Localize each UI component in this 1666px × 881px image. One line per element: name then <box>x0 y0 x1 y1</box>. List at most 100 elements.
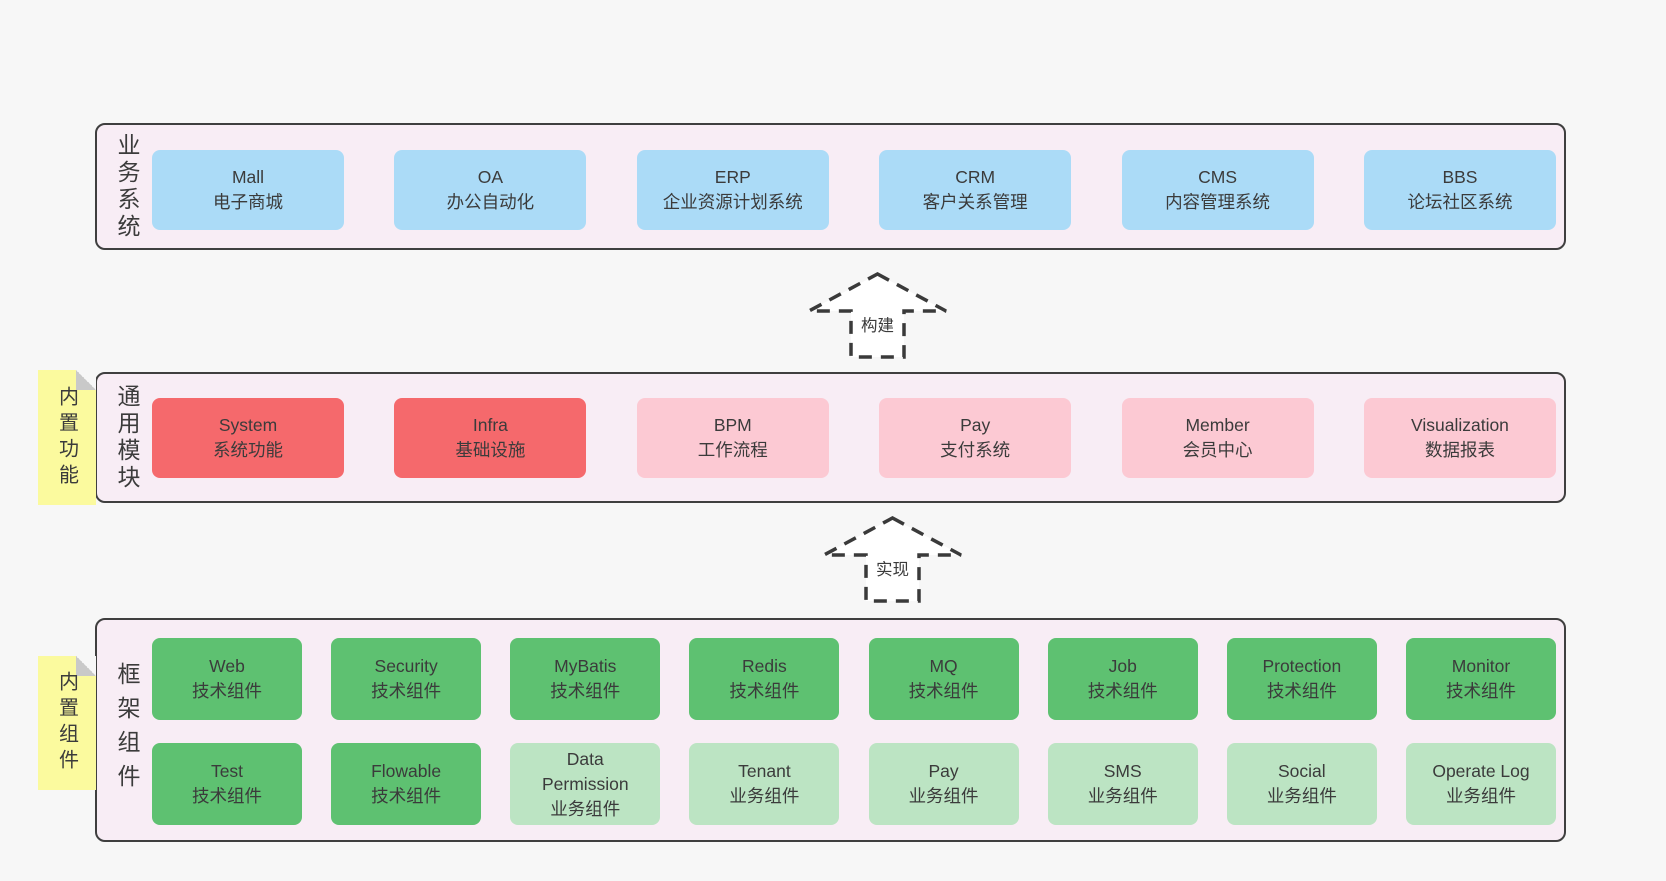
box-subtitle: 会员中心 <box>1182 440 1253 460</box>
arrow-implement: 实现 <box>820 512 965 609</box>
box-title: Job <box>1108 656 1137 676</box>
box-subtitle: 业务组件 <box>1266 786 1337 806</box>
box-subtitle: 数据报表 <box>1424 440 1495 460</box>
box-title: Test <box>210 761 244 781</box>
box-web: Web 技术组件 <box>152 638 302 720</box>
box-pay: Pay 支付系统 <box>879 398 1072 478</box>
section-label-common-modules: 通用模块 <box>114 383 140 492</box>
box-subtitle: 技术组件 <box>550 681 621 701</box>
sticky-note-text: 内置组件 <box>55 671 78 775</box>
section-framework-components: 框架组件 Web 技术组件 Security 技术组件 MyBatis 技术组件… <box>95 618 1566 842</box>
box-social: Social 业务组件 <box>1226 743 1377 825</box>
box-subtitle: 办公自动化 <box>446 192 535 212</box>
box-cms: CMS 内容管理系统 <box>1121 150 1314 230</box>
box-title: CMS <box>1198 167 1237 187</box>
box-subtitle: 技术组件 <box>908 681 979 701</box>
sticky-fold-corner <box>76 370 96 390</box>
box-title: MQ <box>929 656 958 676</box>
box-title: ERP <box>714 167 751 187</box>
box-subtitle: 业务组件 <box>729 786 800 806</box>
box-title: Monitor <box>1451 656 1511 676</box>
box-subtitle: 技术组件 <box>1445 681 1516 701</box>
box-title: Redis <box>742 656 787 676</box>
box-title: Protection <box>1262 656 1342 676</box>
box-visualization: Visualization 数据报表 <box>1363 398 1556 478</box>
box-sms: SMS 业务组件 <box>1047 743 1198 825</box>
box-subtitle: 客户关系管理 <box>922 192 1028 212</box>
box-monitor: Monitor 技术组件 <box>1405 638 1556 720</box>
modules-box-row: System 系统功能 Infra 基础设施 BPM 工作流程 Pay 支付系统… <box>152 398 1556 478</box>
box-title: Visualization <box>1410 415 1509 435</box>
box-tenant: Tenant 业务组件 <box>689 743 840 825</box>
box-mall: Mall 电子商城 <box>152 150 344 230</box>
box-title: CRM <box>955 167 996 187</box>
box-title: Web <box>209 656 245 676</box>
box-infra: Infra 基础设施 <box>394 398 587 478</box>
box-title: Pay <box>960 415 991 435</box>
box-title: BPM <box>713 415 752 435</box>
box-protection: Protection 技术组件 <box>1226 638 1377 720</box>
box-title: System <box>218 415 278 435</box>
box-mq: MQ 技术组件 <box>868 638 1019 720</box>
section-common-modules: 通用模块 System 系统功能 Infra 基础设施 BPM 工作流程 Pay… <box>95 372 1566 503</box>
box-subtitle: 技术组件 <box>1266 681 1337 701</box>
box-title: Social <box>1278 761 1326 781</box>
components-box-row-1: Web 技术组件 Security 技术组件 MyBatis 技术组件 Redi… <box>152 638 1556 720</box>
box-redis: Redis 技术组件 <box>689 638 840 720</box>
arrow-build: 构建 <box>805 268 950 365</box>
sticky-note-text: 内置功能 <box>55 385 78 490</box>
dashed-up-arrow-icon: 构建 <box>808 272 947 359</box>
box-subtitle: 支付系统 <box>940 440 1011 460</box>
box-mybatis: MyBatis 技术组件 <box>510 638 661 720</box>
box-title: Flowable <box>371 761 442 781</box>
box-subtitle: 业务组件 <box>1445 786 1516 806</box>
box-title: Security <box>374 656 438 676</box>
business-box-row: Mall 电子商城 OA 办公自动化 ERP 企业资源计划系统 CRM 客户关系… <box>152 150 1556 230</box>
box-subtitle: 企业资源计划系统 <box>662 192 803 212</box>
sticky-note-builtin-features: 内置功能 <box>38 370 96 505</box>
box-subtitle: 技术组件 <box>192 681 262 701</box>
box-test: Test 技术组件 <box>152 743 302 825</box>
box-title: Tenant <box>738 761 791 781</box>
box-subtitle: 业务组件 <box>1087 786 1158 806</box>
box-subtitle: 电子商城 <box>213 192 283 212</box>
box-subtitle: 技术组件 <box>192 786 262 806</box>
box-system: System 系统功能 <box>152 398 344 478</box>
box-title: Operate Log <box>1432 761 1530 781</box>
box-bpm: BPM 工作流程 <box>636 398 829 478</box>
box-flowable: Flowable 技术组件 <box>331 743 482 825</box>
box-title: Infra <box>472 415 508 435</box>
box-operate-log: Operate Log 业务组件 <box>1405 743 1556 825</box>
box-erp: ERP 企业资源计划系统 <box>636 150 829 230</box>
section-label-framework-components: 框架组件 <box>114 662 140 798</box>
box-job: Job 技术组件 <box>1047 638 1198 720</box>
box-subtitle: 业务组件 <box>908 786 979 806</box>
box-title: Data Permission <box>542 748 629 794</box>
sticky-fold-corner <box>76 656 96 676</box>
box-subtitle: 技术组件 <box>729 681 800 701</box>
box-title: Pay <box>928 761 959 781</box>
box-subtitle: 业务组件 <box>550 798 621 819</box>
box-member: Member 会员中心 <box>1121 398 1314 478</box>
box-bbs: BBS 论坛社区系统 <box>1363 150 1556 230</box>
box-subtitle: 技术组件 <box>371 786 442 806</box>
box-security: Security 技术组件 <box>331 638 482 720</box>
box-subtitle: 论坛社区系统 <box>1407 192 1513 212</box>
box-title: Mall <box>231 167 265 187</box>
box-subtitle: 系统功能 <box>213 440 283 460</box>
box-subtitle: 内容管理系统 <box>1165 192 1271 212</box>
sticky-note-builtin-components: 内置组件 <box>38 656 96 790</box>
box-title: Member <box>1185 415 1250 435</box>
box-data-permission: Data Permission 业务组件 <box>510 743 661 825</box>
components-box-row-2: Test 技术组件 Flowable 技术组件 Data Permission … <box>152 743 1556 825</box>
box-title: OA <box>477 167 504 187</box>
box-title: MyBatis <box>554 656 617 676</box>
section-business-systems: 业务系统 Mall 电子商城 OA 办公自动化 ERP 企业资源计划系统 CRM… <box>95 123 1566 250</box>
box-subtitle: 技术组件 <box>1087 681 1158 701</box>
box-title: BBS <box>1442 167 1478 187</box>
arrow-implement-label: 实现 <box>876 560 909 579</box>
box-title: SMS <box>1103 761 1142 781</box>
box-subtitle: 技术组件 <box>371 681 442 701</box>
box-oa: OA 办公自动化 <box>394 150 587 230</box>
box-crm: CRM 客户关系管理 <box>879 150 1072 230</box>
